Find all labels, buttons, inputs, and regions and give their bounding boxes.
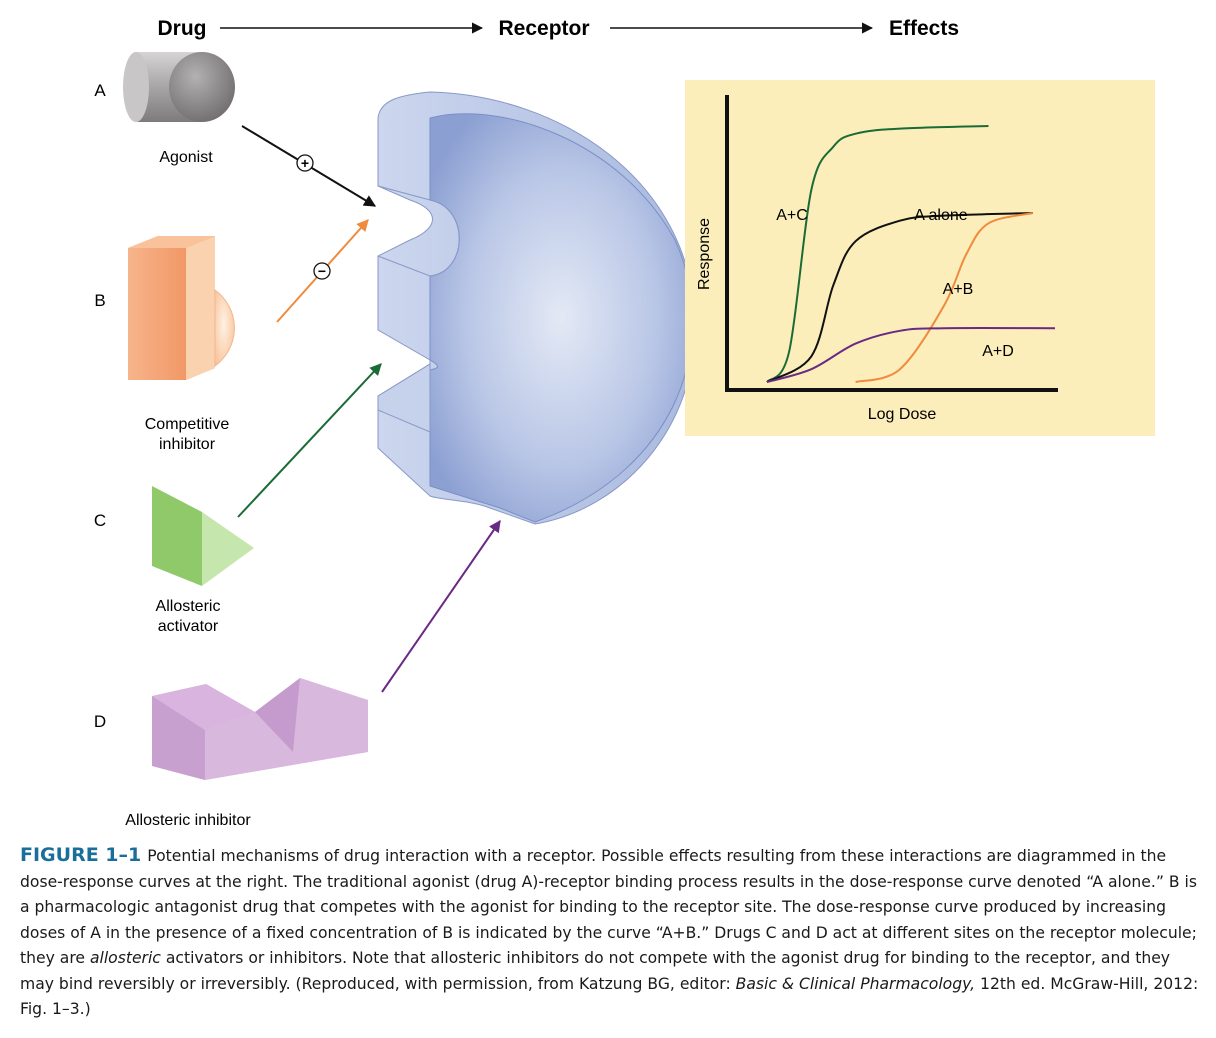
plus-sign: + xyxy=(301,155,309,171)
competitive-inhibitor-shape xyxy=(128,236,235,380)
drug-d-label: Allosteric inhibitor xyxy=(125,812,251,829)
drug-d: D Allosteric inhibitor xyxy=(94,678,368,829)
caption-text-3: 12th ed. McGraw-Hill, 2012: Fig. 1–3.) xyxy=(20,974,1199,1019)
series-layer xyxy=(766,125,1056,383)
allosteric-activator-shape xyxy=(152,486,254,586)
arrow-c xyxy=(237,363,382,518)
series-line-a-plus-b xyxy=(855,212,1034,383)
drug-a: A Agonist xyxy=(94,52,235,166)
y-axis-label: Response xyxy=(696,218,713,290)
header-drug: Drug xyxy=(158,17,207,40)
chart-background xyxy=(685,80,1155,436)
caption-text-1: Potential mechanisms of drug interaction… xyxy=(20,847,1197,967)
allosteric-inhibitor-shape xyxy=(152,678,368,780)
series-label-a-alone: A alone xyxy=(914,207,967,224)
arrow-b: − xyxy=(276,219,369,323)
series-label-a-plus-d: A+D xyxy=(982,343,1014,360)
drug-b: B Competitive inhibitor xyxy=(94,236,235,453)
figure-number: FIGURE 1–1 xyxy=(20,844,142,866)
drug-c-label-line1: Allosteric xyxy=(156,598,221,615)
series-line-a-plus-c xyxy=(766,125,989,383)
drug-d-letter: D xyxy=(94,712,106,731)
arrow-d xyxy=(381,520,501,693)
dose-response-chart: Response Log Dose A+C A alone A+B A+D xyxy=(685,80,1155,436)
drug-c-letter: C xyxy=(94,511,106,530)
series-label-a-plus-b: A+B xyxy=(943,281,974,298)
caption-italic-2: Basic & Clinical Pharmacology, xyxy=(735,974,976,993)
drug-a-letter: A xyxy=(94,81,106,100)
drug-c: C Allosteric activator xyxy=(94,486,254,635)
drug-a-label: Agonist xyxy=(159,149,213,166)
caption-italic-1: allosteric xyxy=(89,949,161,967)
header-receptor: Receptor xyxy=(498,17,589,40)
drug-b-letter: B xyxy=(94,291,105,310)
drug-b-label-line2: inhibitor xyxy=(159,436,216,453)
drug-receptor-diagram: Drug Receptor Effects A Agonist B Compet… xyxy=(94,17,1155,829)
series-line-a-plus-d xyxy=(766,327,1056,383)
series-line-a-alone xyxy=(766,212,1033,383)
drug-c-label-line2: activator xyxy=(158,618,219,635)
x-axis-label: Log Dose xyxy=(868,406,937,423)
plus-sign-circle xyxy=(296,154,314,172)
agonist-cylinder-shape xyxy=(123,52,235,122)
header: Drug Receptor Effects xyxy=(158,17,960,40)
minus-sign-circle xyxy=(313,262,331,280)
drug-b-label-line1: Competitive xyxy=(145,416,230,433)
series-label-a-plus-c: A+C xyxy=(776,207,808,224)
header-effects: Effects xyxy=(889,17,959,40)
minus-sign: − xyxy=(318,263,326,279)
arrow-a: + xyxy=(241,125,377,207)
caption-text-2: activators or inhibitors. Note that allo… xyxy=(20,949,1171,993)
receptor-shape xyxy=(377,91,696,525)
